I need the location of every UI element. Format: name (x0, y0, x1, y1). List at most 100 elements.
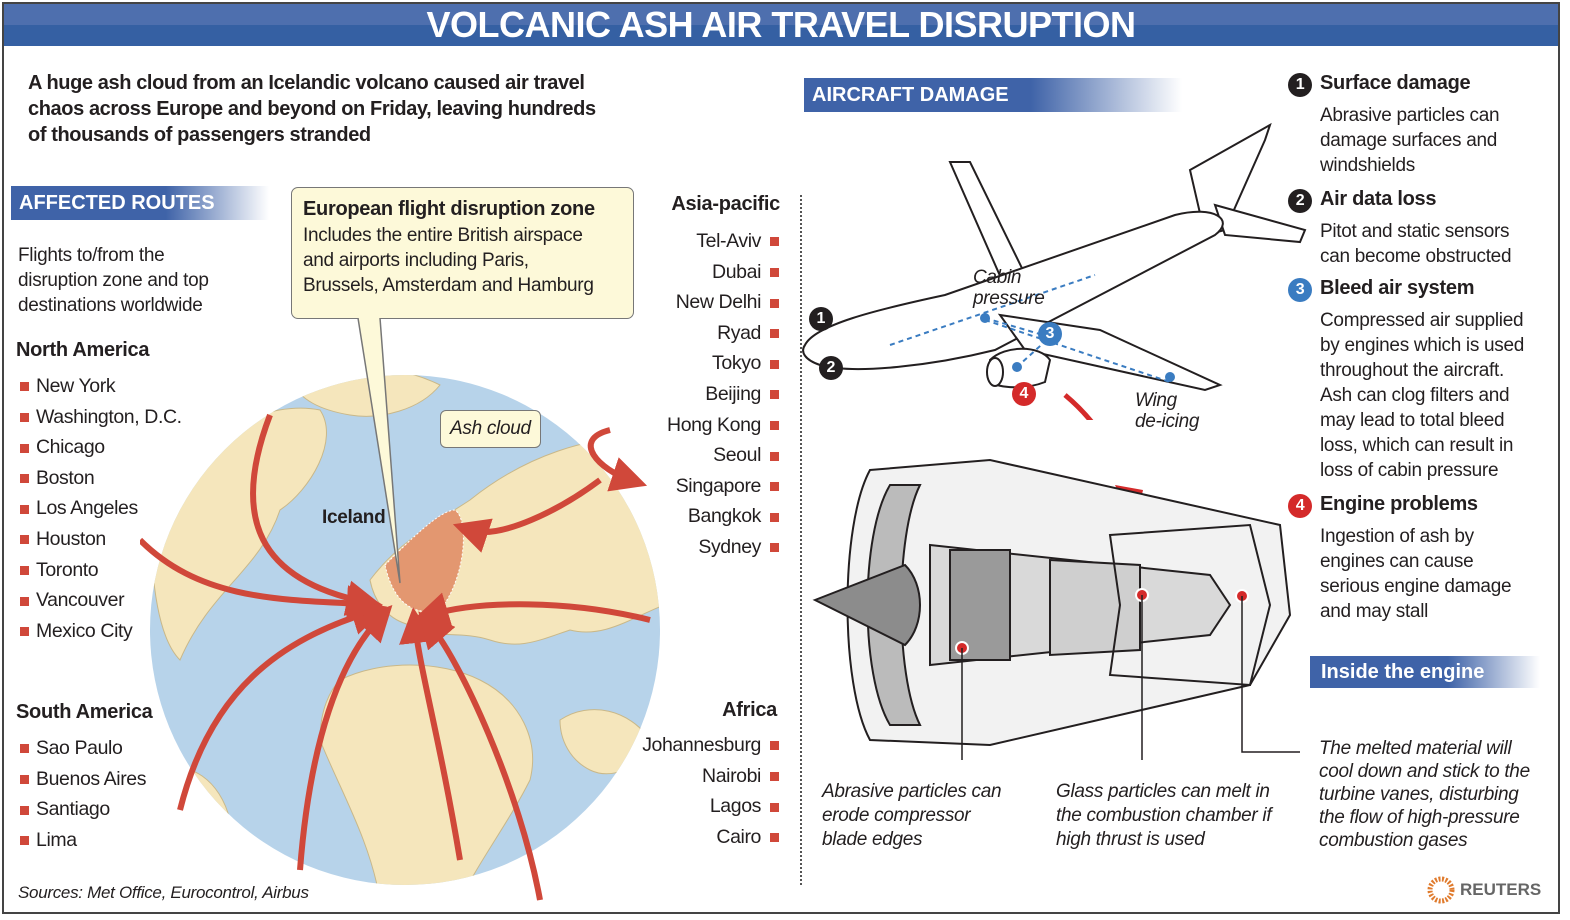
destination-item: Seoul (667, 444, 779, 475)
damage-text-line: serious engine damage (1320, 576, 1512, 597)
bullet-square-icon (20, 836, 29, 846)
destination-item: New York (20, 375, 182, 406)
callout-text: Includes the entire British airspace and… (303, 223, 622, 298)
destination-item: Tel-Aviv (667, 230, 779, 261)
destination-name: Tel-Aviv (696, 230, 761, 252)
destination-item: Mexico City (20, 620, 182, 651)
bullet-square-icon (20, 805, 29, 815)
inside-engine-heading: Inside the engine (1310, 656, 1540, 688)
destination-name: New York (36, 375, 116, 397)
damage-text-line: Abrasive particles can (1320, 105, 1500, 126)
ash-cloud-area (384, 509, 464, 613)
note-line: The melted material will (1319, 738, 1512, 759)
engine-pointer-arrow (1063, 393, 1094, 420)
asia-pacific-heading: Asia-pacific (671, 193, 780, 215)
destination-name: Dubai (712, 260, 761, 283)
note-line: turbine vanes, disturbing (1319, 784, 1519, 805)
marker-4: 4 (1012, 382, 1036, 406)
destination-name: Los Angeles (36, 497, 138, 520)
bullet-square-icon (770, 237, 779, 247)
bullet-square-icon (770, 482, 779, 492)
callout-pointer (357, 318, 401, 584)
bullet-square-icon (770, 420, 779, 430)
bullet-square-icon (20, 474, 29, 484)
destination-item: Sydney (667, 536, 779, 567)
bullet-square-icon (770, 543, 779, 553)
callout-title: European flight disruption zone (303, 198, 595, 220)
destination-name: Seoul (713, 444, 761, 467)
page-title: VOLCANIC ASH AIR TRAVEL DISRUPTION (4, 4, 1558, 46)
intro-line: chaos across Europe and beyond on Friday… (28, 98, 596, 120)
note-line: cool down and stick to the (1319, 761, 1530, 782)
damage-text-line: engines can cause (1320, 551, 1474, 572)
sources-note: Sources: Met Office, Eurocontrol, Airbus (18, 883, 309, 902)
destination-item: Houston (20, 528, 182, 559)
destination-item: Hong Kong (667, 414, 779, 445)
engine-cutaway (812, 458, 1300, 760)
bullet-square-icon (20, 504, 29, 514)
route-arrows (140, 413, 651, 901)
destination-name: Cairo (716, 825, 761, 848)
bullet-square-icon (770, 833, 779, 843)
south-america-heading: South America (16, 701, 153, 723)
destination-name: Nairobi (702, 764, 761, 787)
damage-title-text: Surface damage (1320, 72, 1471, 94)
note-line: the flow of high-pressure (1319, 807, 1520, 828)
iceland-label: Iceland (322, 507, 386, 528)
number-badge-icon: 1 (1288, 73, 1312, 97)
marker-1: 1 (809, 307, 833, 331)
desc-line: Flights to/from the (18, 245, 165, 266)
callout-line: Brussels, Amsterdam and Hamburg (303, 275, 594, 296)
destination-item: Bangkok (667, 505, 779, 536)
damage-title: 1 Surface damage (1288, 72, 1524, 97)
destination-name: Boston (36, 466, 95, 489)
destination-name: Tokyo (712, 352, 761, 375)
note-line: the combustion chamber if (1056, 805, 1272, 826)
destination-item: Ryad (667, 322, 779, 353)
label-line: de-icing (1135, 411, 1200, 432)
number-badge-icon: 3 (1288, 278, 1312, 302)
bullet-square-icon (20, 443, 29, 453)
damage-text-line: damage surfaces and (1320, 130, 1498, 151)
ash-cloud-label: Ash cloud (440, 410, 541, 448)
note-line: high thrust is used (1056, 829, 1205, 850)
damage-text-line: Ash can clog filters and (1320, 385, 1510, 406)
destination-name: Mexico City (36, 619, 133, 642)
damage-text-line: and may stall (1320, 601, 1429, 622)
reuters-logo: REUTERS (1427, 876, 1541, 904)
destination-item: Chicago (20, 436, 182, 467)
number-badge-icon: 4 (1288, 494, 1312, 518)
destination-name: Toronto (36, 558, 99, 581)
bullet-square-icon (20, 744, 29, 754)
destination-name: Lima (36, 828, 77, 851)
destination-name: Vancouver (36, 589, 125, 612)
destination-name: Santiago (36, 798, 110, 821)
label-line: Wing (1135, 390, 1177, 411)
bullet-square-icon (770, 298, 779, 308)
destination-name: Singapore (675, 474, 762, 497)
reuters-wordmark: REUTERS (1460, 880, 1542, 899)
destination-name: Washington, D.C. (36, 405, 182, 428)
destination-name: Sao Paulo (36, 737, 123, 759)
aircraft-damage-heading: AIRCRAFT DAMAGE (804, 78, 1182, 112)
bullet-square-icon (770, 267, 779, 277)
bullet-square-icon (770, 451, 779, 461)
intro-line: of thousands of passengers stranded (28, 124, 371, 146)
aircraft-illustration (802, 122, 1307, 420)
destination-item: Toronto (20, 559, 182, 590)
destination-item: Nairobi (642, 765, 779, 796)
damage-text-line: throughout the aircraft. (1320, 360, 1504, 381)
